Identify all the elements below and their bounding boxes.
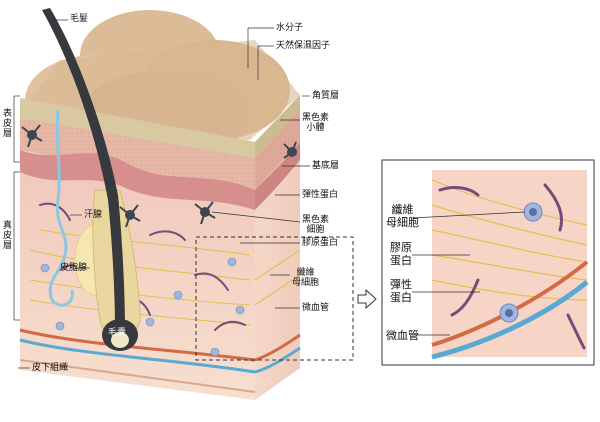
label-sweat-gland: 汗腺 — [84, 210, 103, 220]
label-dermis: 真皮層 — [1, 220, 11, 250]
inset-label-fibroblast: 纖維 母細胞 — [386, 203, 419, 229]
inset-label-capillary: 微血管 — [386, 329, 419, 342]
fibroblasts — [40, 257, 245, 357]
label-elastin: 彈性蛋白 — [302, 190, 339, 200]
label-hair: 毛髮 — [70, 14, 89, 24]
label-capillary: 微血管 — [302, 303, 330, 313]
magnify-arrow — [357, 288, 377, 310]
label-melanosome: 黑色素 小體 — [302, 113, 330, 133]
label-epidermis: 表皮層 — [1, 108, 11, 138]
label-collagen: 膠原蛋白 — [302, 238, 339, 248]
inset-label-collagen: 膠原 蛋白 — [390, 241, 412, 267]
label-basal-layer: 基底層 — [312, 161, 340, 171]
label-melanocyte: 黑色素 細胞 — [302, 215, 330, 235]
sweat-gland-duct — [48, 109, 74, 307]
label-hair-bulb: 毛囊 — [108, 328, 127, 338]
leader-lines — [13, 19, 526, 369]
inset-label-elastin: 彈性 蛋白 — [390, 278, 412, 304]
label-nmf: 天然保濕因子 — [276, 41, 331, 51]
label-sebaceous-gland: 皮脂腺 — [60, 263, 88, 273]
label-subcutaneous: 皮下組織 — [32, 363, 69, 373]
hair-shaft — [42, 8, 125, 330]
magnify-box — [195, 236, 354, 361]
inset-zoom — [381, 159, 595, 366]
label-stratum-corneum: 角質層 — [312, 91, 340, 101]
label-water-molecule: 水分子 — [276, 23, 304, 33]
melanocytes — [21, 124, 297, 228]
label-fibroblast: 纖維 母細胞 — [292, 268, 320, 288]
